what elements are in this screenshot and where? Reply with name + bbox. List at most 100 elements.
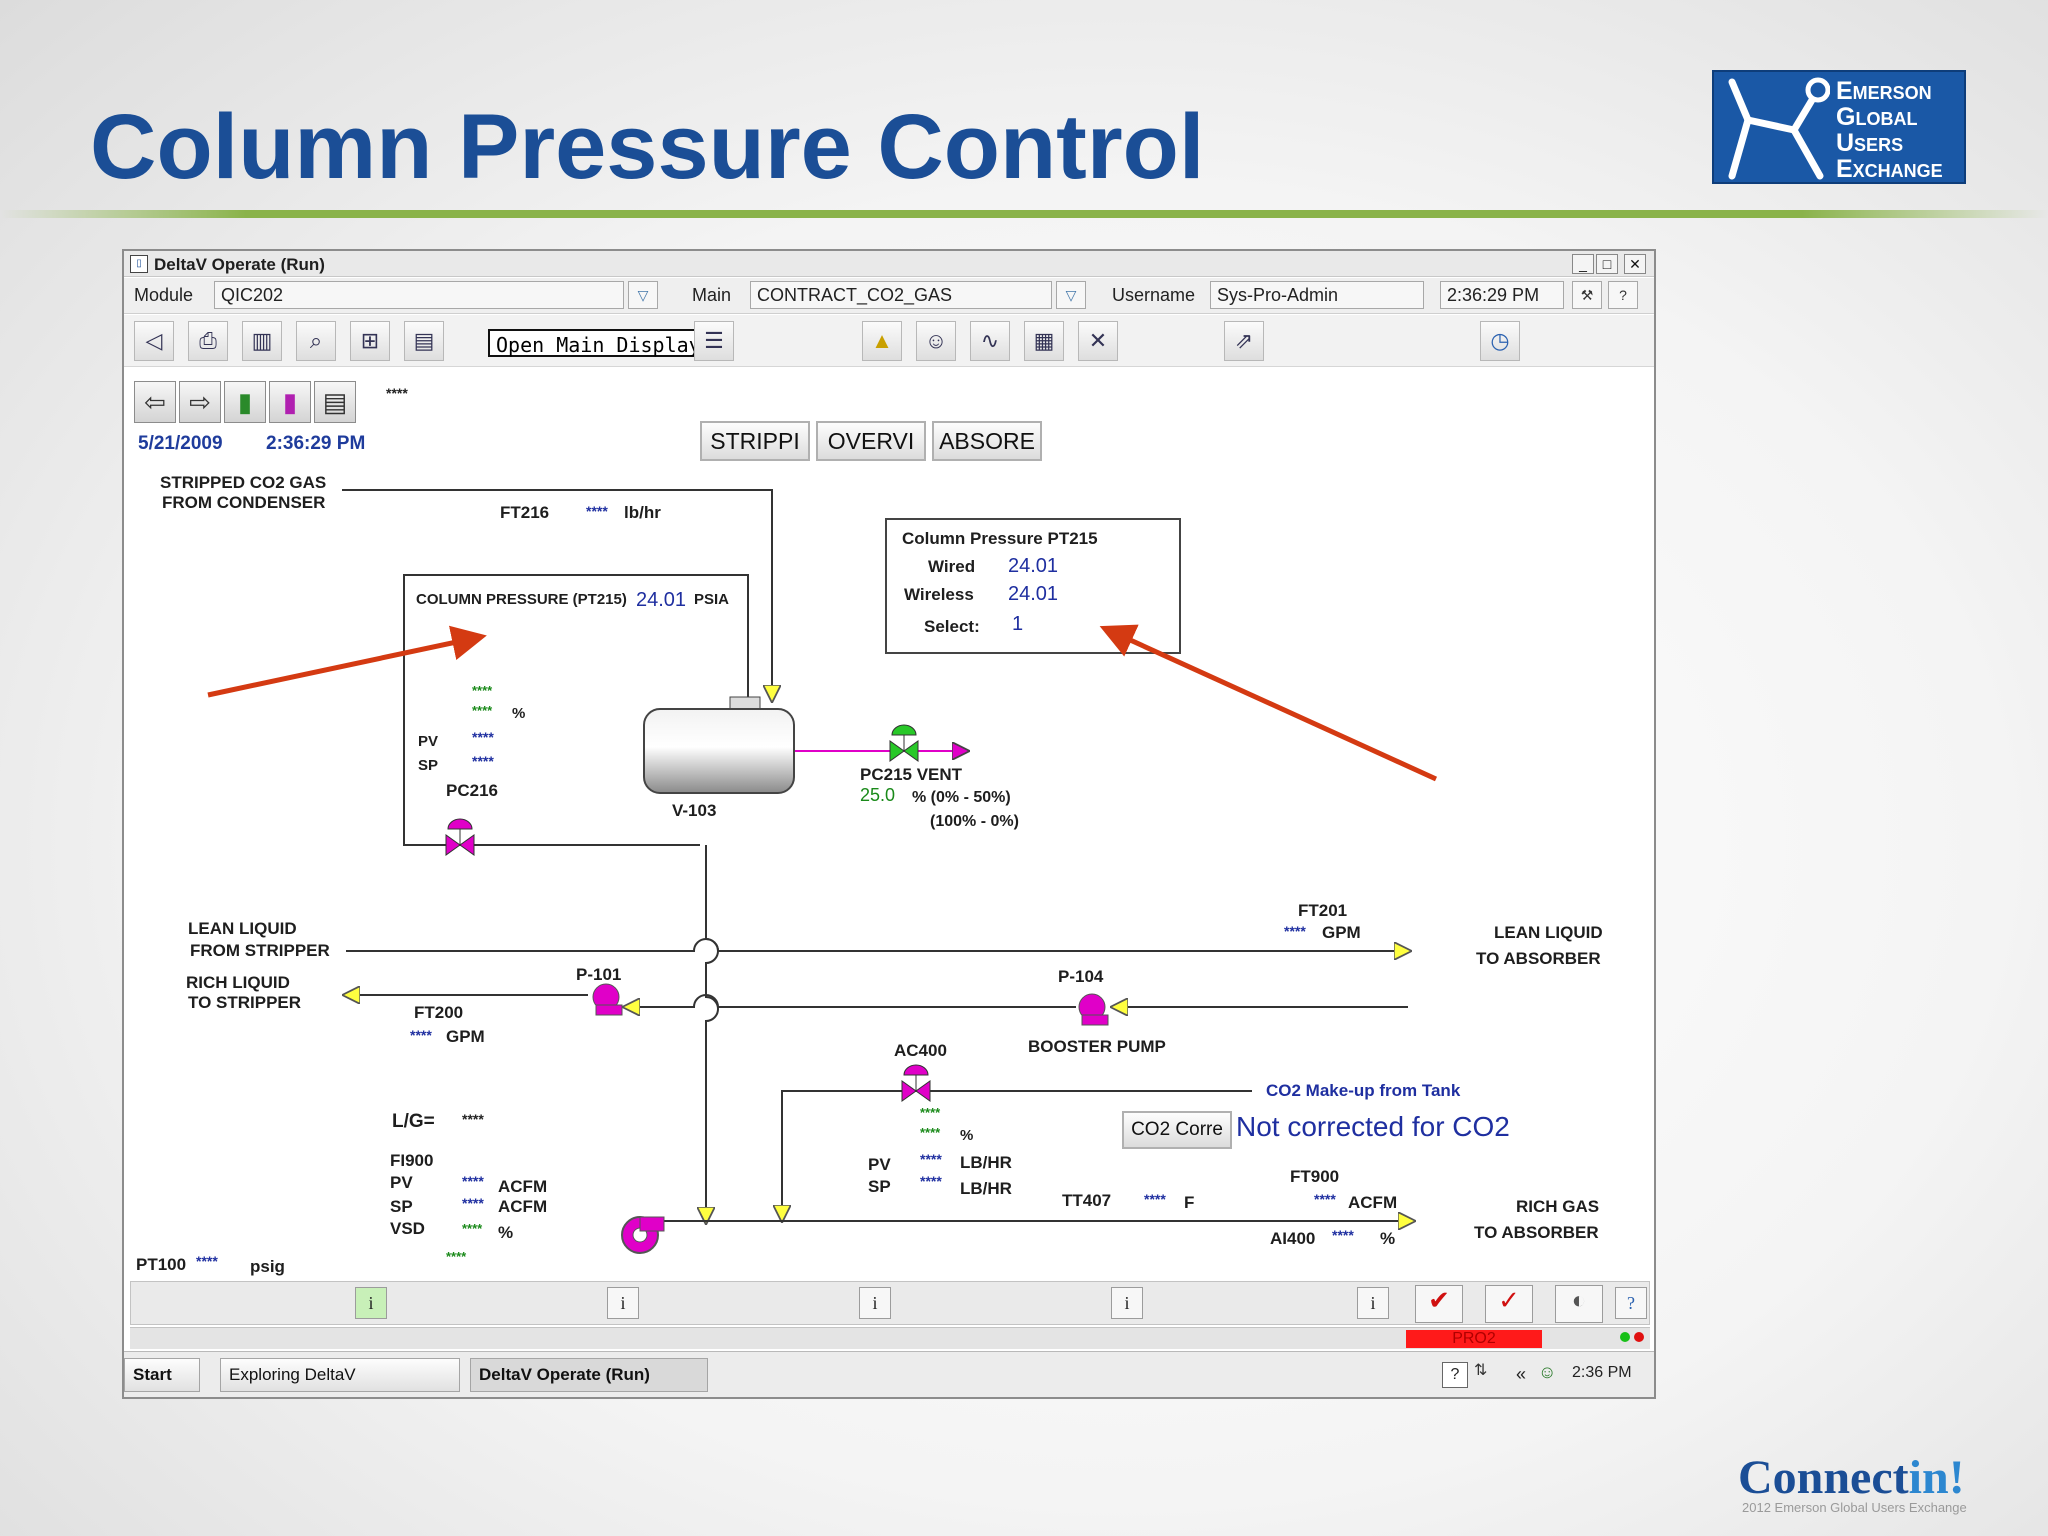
nav-bars-icon[interactable]: ▮ [269, 381, 311, 423]
ft200-value: **** [410, 1027, 432, 1043]
close-button[interactable]: ✕ [1624, 254, 1646, 274]
stripped-gas-line [342, 489, 772, 701]
back-display-icon[interactable]: ◁ [134, 321, 174, 361]
pt215-wireless-value: 24.01 [1008, 583, 1059, 605]
status-led-green [1620, 1332, 1630, 1342]
acknowledge-icon[interactable]: ✔ [1415, 1285, 1463, 1323]
alarm-info-button-3[interactable]: i [859, 1287, 891, 1319]
tab-stripper[interactable]: STRIPPI [700, 421, 810, 461]
vessel-tag: V-103 [672, 801, 717, 820]
pc215-tag: PC215 VENT [860, 765, 963, 784]
tray-expand-icon[interactable]: « [1516, 1364, 1527, 1384]
export-icon[interactable]: ⇗ [1224, 321, 1264, 361]
alarm-info-button-2[interactable]: i [607, 1287, 639, 1319]
p101-pump [592, 983, 623, 1016]
diagnostics-icon[interactable]: ✕ [1078, 321, 1118, 361]
alarm-info-button-5[interactable]: i [1357, 1287, 1389, 1319]
search-icon[interactable]: ⌕ [296, 321, 336, 361]
tab-overview[interactable]: OVERVI [816, 421, 926, 461]
column-pressure-unit: PSIA [694, 591, 730, 608]
window-title: DeltaV Operate (Run) [154, 255, 325, 274]
clock-icon[interactable]: ◷ [1480, 321, 1520, 361]
logo-line-2: Global [1836, 103, 1918, 131]
tools-icon[interactable]: ⚒ [1572, 281, 1602, 309]
users-icon[interactable]: ☺ [916, 321, 956, 361]
tab-absorber[interactable]: ABSORE [932, 421, 1042, 461]
chart-icon[interactable]: ▦ [1024, 321, 1064, 361]
open-main-display-tooltip: Open Main Display [488, 329, 709, 357]
ft200-unit: GPM [446, 1027, 485, 1046]
task-deltav-operate[interactable]: DeltaV Operate (Run) [470, 1358, 708, 1392]
ac400-pct-value: **** [920, 1125, 941, 1140]
rich-to-label-2: TO STRIPPER [188, 993, 302, 1012]
task-exploring-deltav[interactable]: Exploring DeltaV [220, 1358, 460, 1392]
co2-makeup-line [782, 1090, 1252, 1221]
lg-label: L/G= [392, 1111, 435, 1132]
co2-makeup-label: CO2 Make-up from Tank [1266, 1081, 1461, 1100]
network-logo-icon [1728, 77, 1830, 180]
username-field: Sys-Pro-Admin [1210, 281, 1424, 309]
clock-field: 2:36:29 PM [1440, 281, 1564, 309]
module-detail-icon[interactable]: ⊞ [350, 321, 390, 361]
pt215-select-value: 1 [1012, 613, 1024, 635]
tray-help-icon[interactable]: ? [1442, 1362, 1468, 1388]
lean-to-label-1: LEAN LIQUID [1494, 923, 1603, 942]
ft200-tag: FT200 [414, 1003, 464, 1022]
horn-silence-icon[interactable]: ◐ [1555, 1285, 1603, 1323]
main-dropdown-icon[interactable]: ▽ [1056, 281, 1086, 309]
nav-detail-icon[interactable]: ▤ [314, 381, 356, 423]
ac400-pct-unit: % [960, 1127, 974, 1144]
logo-line-4: Exchange [1836, 155, 1943, 183]
ac400-pv-value: **** [920, 1151, 942, 1167]
alarm-help-icon[interactable]: ? [1615, 1287, 1647, 1319]
logo-line-1: Emerson [1836, 77, 1932, 105]
deltav-alarm-icon[interactable]: ▲ [862, 321, 902, 361]
nav-forward-icon[interactable]: ⇨ [179, 381, 221, 423]
display-time: 2:36:29 PM [266, 433, 366, 454]
status-strip: PRO2 [130, 1327, 1650, 1349]
ft216-value: **** [586, 503, 608, 519]
footer-subtitle: 2012 Emerson Global Users Exchange [1742, 1500, 1967, 1515]
help-icon[interactable]: ? [1608, 281, 1638, 309]
nav-back-icon[interactable]: ⇦ [134, 381, 176, 423]
tray-users-icon[interactable]: ☺ [1538, 1362, 1557, 1382]
pt215-wired-value: 24.01 [1008, 555, 1059, 577]
pc216-pct-value: **** [472, 703, 493, 718]
module-field[interactable]: QIC202 [214, 281, 624, 309]
pc216-tag: PC216 [446, 781, 498, 800]
trend-icon[interactable]: ∿ [970, 321, 1010, 361]
logo-line-3: Users [1836, 129, 1904, 157]
module-dropdown-icon[interactable]: ▽ [628, 281, 658, 309]
annotation-arrow-left [207, 625, 487, 698]
pc215-range-2: (100% - 0%) [930, 813, 1019, 830]
acknowledge-all-icon[interactable]: ✓ [1485, 1285, 1533, 1323]
ft201-unit: GPM [1322, 923, 1361, 942]
ft900-tag: FT900 [1290, 1167, 1340, 1186]
ac400-out-value: **** [920, 1105, 941, 1120]
fi900-vsd-unit: % [498, 1223, 514, 1242]
title-rule [0, 210, 2048, 218]
fi900-sp-label: SP [390, 1197, 413, 1216]
book-icon[interactable]: ▤ [404, 321, 444, 361]
minimize-button[interactable]: _ [1572, 254, 1594, 274]
main-field[interactable]: CONTRACT_CO2_GAS [750, 281, 1052, 309]
pt100-value: **** [196, 1253, 218, 1269]
pt215-box [885, 518, 1181, 654]
ac400-pv-unit: LB/HR [960, 1153, 1012, 1172]
alarm-info-button-4[interactable]: i [1111, 1287, 1143, 1319]
fi900-sp-unit: ACFM [498, 1197, 548, 1216]
maximize-button[interactable]: □ [1596, 254, 1618, 274]
nav-faceplate-icon[interactable]: ▮ [224, 381, 266, 423]
start-button[interactable]: Start [124, 1358, 200, 1392]
alarm-list-icon[interactable]: ☰ [694, 321, 734, 361]
ft201-tag: FT201 [1298, 901, 1348, 920]
rich-to-label-1: RICH LIQUID [186, 973, 290, 992]
fi900-pv-unit: ACFM [498, 1177, 548, 1196]
connect-in-logo: Connectin! [1738, 1450, 1965, 1505]
print-icon[interactable]: ⎙ [188, 321, 228, 361]
co2-correction-button[interactable]: CO2 Corre [1122, 1111, 1232, 1149]
module-bar: Module QIC202 ▽ Main CONTRACT_CO2_GAS ▽ … [124, 278, 1654, 314]
faceplate-icon[interactable]: ▥ [242, 321, 282, 361]
alarm-info-button-1[interactable]: i [355, 1287, 387, 1319]
tray-network-icon[interactable]: ⇅ [1474, 1362, 1488, 1379]
